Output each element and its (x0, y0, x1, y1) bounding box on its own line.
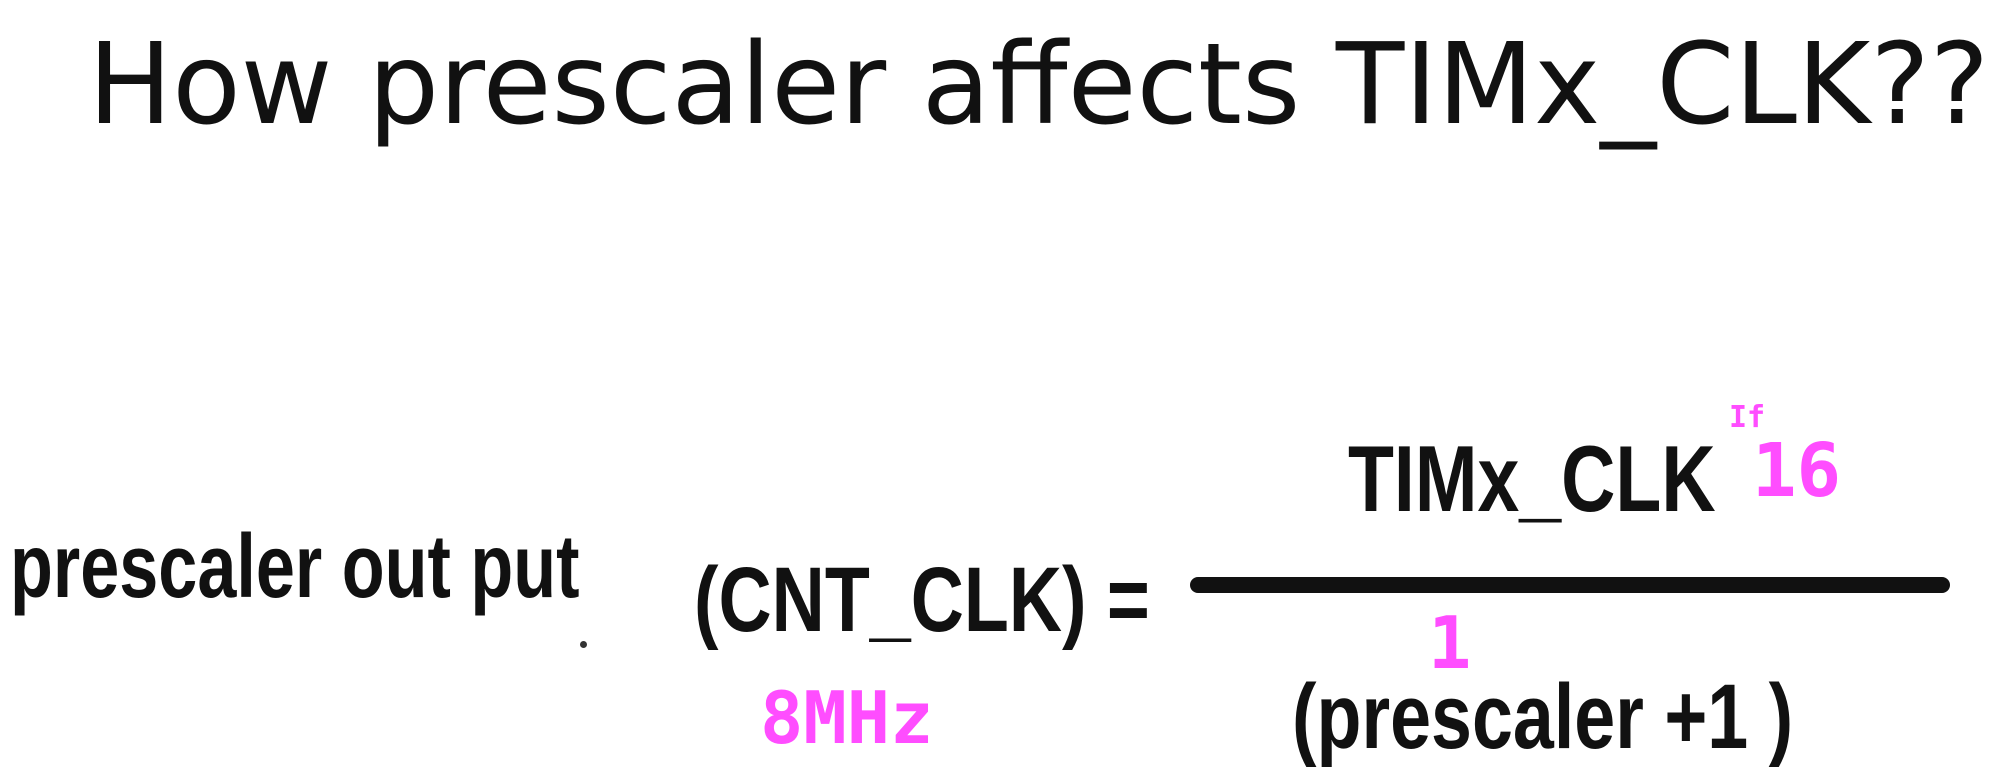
fraction-denominator: (prescaler +1 ) (1292, 666, 1794, 768)
slide-title: How prescaler affects TIMx_CLK?? (88, 20, 1990, 150)
annotation-timx-value: 16 (1752, 428, 1842, 514)
fraction-numerator: TIMx_CLK (1348, 426, 1716, 531)
stray-dot (580, 641, 587, 648)
annotation-prescaler-value: 1 (1428, 601, 1472, 685)
annotation-cnt-clk-value: 8MHz (760, 676, 934, 760)
fraction-bar (1190, 577, 1950, 593)
annotation-if: If (1729, 400, 1766, 435)
formula-lhs-label: prescaler out put (10, 517, 580, 617)
formula-cnt-clk-symbol: (CNT_CLK) = (694, 549, 1150, 651)
